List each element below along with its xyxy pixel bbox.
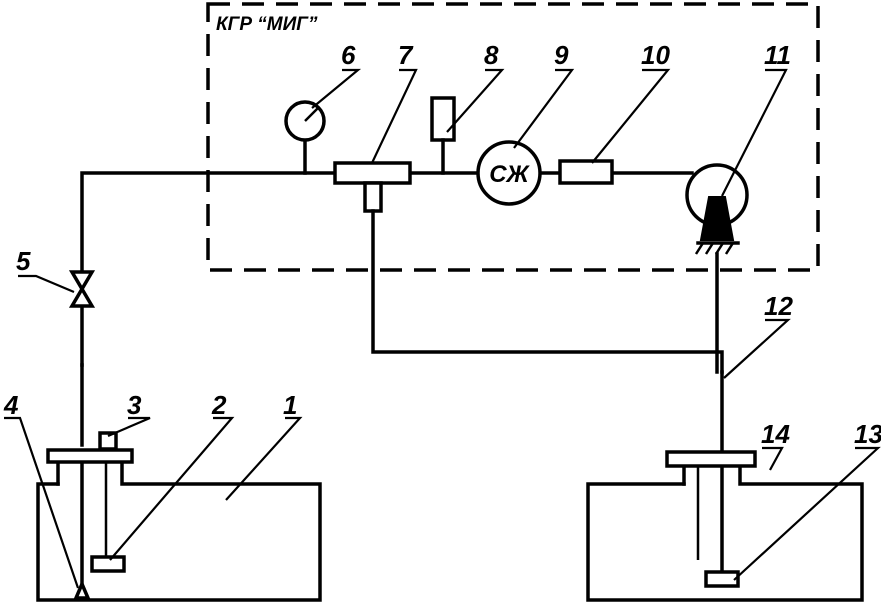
callout-numbers: 1 2 3 4 5 6 7 8 9 10 11 12 13 14 [3, 40, 881, 449]
enclosure-title: КГР “МИГ” [216, 14, 318, 35]
callout-2: 2 [211, 390, 227, 420]
callout-12: 12 [764, 291, 793, 321]
kgr-mig-enclosure: КГР “МИГ” [206, 2, 820, 272]
tank-1 [36, 431, 322, 602]
callout-6: 6 [341, 40, 356, 70]
callout-3: 3 [127, 390, 142, 420]
manometer-6 [284, 100, 326, 175]
callout-1: 1 [283, 390, 297, 420]
callout-leaders [4, 68, 881, 589]
callout-4: 4 [3, 390, 19, 420]
tank-14 [586, 450, 864, 602]
filter-10 [558, 159, 614, 185]
callout-9: 9 [554, 40, 569, 70]
instrument-9: СЖ [476, 140, 542, 206]
callout-5: 5 [16, 246, 31, 276]
callout-10: 10 [641, 40, 670, 70]
callout-8: 8 [484, 40, 499, 70]
left-tank-pipe [80, 363, 108, 592]
callout-14: 14 [761, 419, 790, 449]
valve-5 [68, 270, 96, 308]
callout-13: 13 [854, 419, 881, 449]
callout-7: 7 [398, 40, 414, 70]
sensor-8 [430, 96, 456, 175]
pump-11 [685, 163, 749, 374]
instrument-symbol: СЖ [489, 161, 530, 188]
callout-11: 11 [764, 40, 791, 70]
tee-block-7 [333, 161, 724, 374]
pipe-12 [696, 370, 724, 574]
